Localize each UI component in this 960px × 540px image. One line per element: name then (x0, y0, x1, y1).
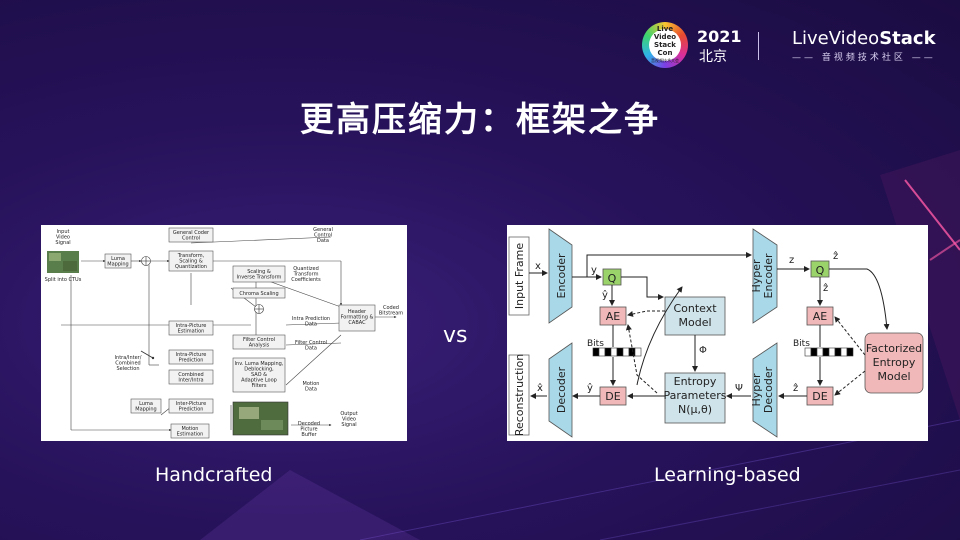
entropy-parameters-box (664, 372, 726, 424)
chroma-scaling-block (232, 287, 286, 299)
reconstruction-box (508, 354, 530, 436)
sym-y-hat-1: ŷ (602, 289, 608, 301)
logo-line3: 音视频技术大会 (651, 58, 679, 63)
lbl-de2: DE (812, 390, 827, 403)
header-divider (758, 32, 759, 60)
sym-x-hat: x̂ (537, 382, 543, 394)
input-frame-box (508, 236, 530, 316)
lbl-bits2: Bits (793, 339, 810, 349)
logo-line2: Stack Con (654, 41, 676, 57)
lbl-de1: DE (605, 390, 620, 403)
lbl-bits1: Bits (587, 339, 604, 349)
sym-z-hat-1: ẑ (833, 250, 838, 262)
vs-label: vs (443, 323, 468, 348)
sym-z-hat-3: ẑ (793, 382, 798, 394)
logo-line1: Live Video (653, 25, 677, 41)
luma-mapping-block-2 (130, 398, 162, 414)
inter-prediction-block (168, 398, 214, 414)
brand-suffix: Stack (879, 28, 936, 49)
learning-based-caption: Learning-based (654, 464, 801, 486)
bits-strip (592, 347, 642, 357)
lbl-split: Split into CTUs (45, 277, 82, 283)
combined-block (168, 369, 214, 385)
hyper-encoder-shape (752, 228, 778, 324)
svg-text:Scaling &Inverse Transform: Scaling &Inverse Transform (237, 269, 282, 281)
motion-estimation-block (170, 423, 210, 439)
decoder-shape (548, 342, 573, 438)
lbl-q1: Q (608, 272, 617, 285)
loop-filter-block (232, 357, 286, 393)
brand-subtitle: —— 音视频技术社区 —— (792, 53, 936, 63)
intra-prediction-block (168, 349, 214, 365)
handcrafted-caption: Handcrafted (155, 464, 273, 486)
header-cabac-block (338, 304, 376, 332)
factorized-entropy-box (864, 332, 924, 394)
lbl-hyper-encoder: HyperEncoder (750, 253, 775, 298)
transform-block (168, 250, 214, 272)
brand-prefix: LiveVideo (792, 28, 880, 49)
sym-z: z (789, 255, 794, 266)
sym-y-hat-2: ŷ (587, 382, 593, 394)
sym-phi: Φ (699, 345, 707, 356)
sym-psi: Ψ (735, 383, 743, 394)
svg-text:Inv. Luma Mapping,Deblocking,S: Inv. Luma Mapping,Deblocking,SAO &Adapti… (235, 361, 284, 389)
conference-logo: Live Video Stack Con 音视频技术大会 (642, 22, 688, 68)
scaling-inverse-block (232, 265, 286, 283)
hyper-bits-strip (804, 347, 854, 357)
lbl-decoder: Decoder (555, 366, 568, 413)
slide-title: 更高压缩力：框架之争 (300, 100, 660, 140)
learning-based-diagram: Input Frame Reconstruction Encoder Decod… (507, 225, 928, 441)
sym-x: x (535, 261, 541, 272)
svg-text:Transform,Scaling &Quantizatio: Transform,Scaling &Quantization (175, 253, 207, 270)
lbl-encoder: Encoder (555, 253, 568, 298)
sym-z-hat-2: ẑ (823, 282, 828, 294)
lbl-ae2: AE (813, 310, 828, 323)
encoder-shape (548, 228, 573, 324)
lbl-input-frame: Input Frame (513, 243, 526, 309)
lbl-reconstruction: Reconstruction (513, 354, 526, 436)
lbl-hyper-decoder: HyperDecoder (750, 366, 775, 413)
brand-logo: LiveVideoStack (792, 28, 936, 49)
filter-control-block (232, 334, 286, 350)
conference-year: 2021 (697, 27, 742, 46)
svg-text:Chroma Scaling: Chroma Scaling (239, 291, 278, 297)
general-coder-control-block (168, 227, 214, 243)
conference-city: 北京 (699, 49, 727, 65)
hyper-decoder-shape (752, 342, 778, 438)
context-model-box (664, 296, 726, 336)
sym-y: y (591, 265, 597, 276)
lbl-ae1: AE (606, 310, 621, 323)
luma-mapping-block (104, 253, 132, 269)
lbl-q2: Q (816, 264, 825, 277)
intra-estimation-block (168, 320, 214, 336)
